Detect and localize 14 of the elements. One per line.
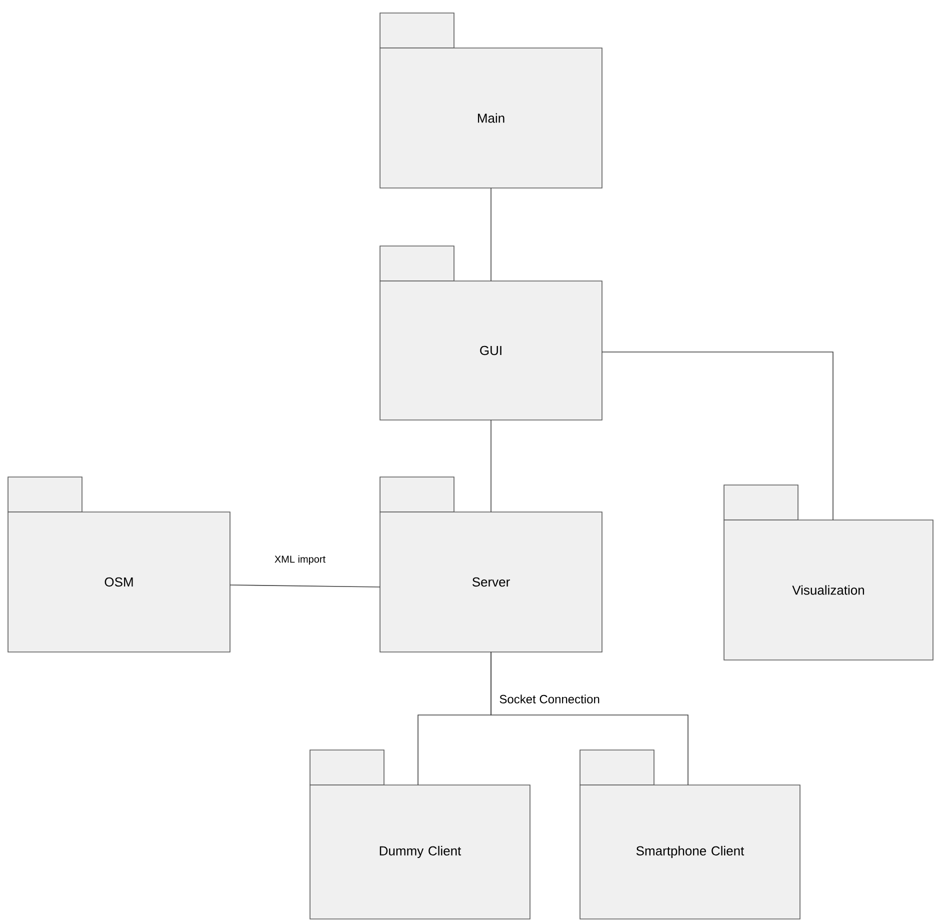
- package-box: Visualization: [724, 484, 934, 660]
- connector-line: [490, 652, 688, 786]
- package-box: Main: [380, 12, 602, 188]
- connector-line: [230, 584, 380, 588]
- connector-line: [490, 188, 492, 282]
- package-box: Dummy Client: [310, 750, 530, 920]
- edge-label: XML import: [273, 554, 327, 566]
- connector-line: [602, 352, 834, 520]
- package-box: Server: [380, 476, 602, 652]
- package-box: Smartphone Client: [580, 750, 800, 920]
- connector-line: [490, 420, 492, 512]
- package-box: OSM: [8, 476, 230, 652]
- package-box: GUI: [380, 246, 602, 420]
- edge-label: Socket Connection: [498, 694, 601, 704]
